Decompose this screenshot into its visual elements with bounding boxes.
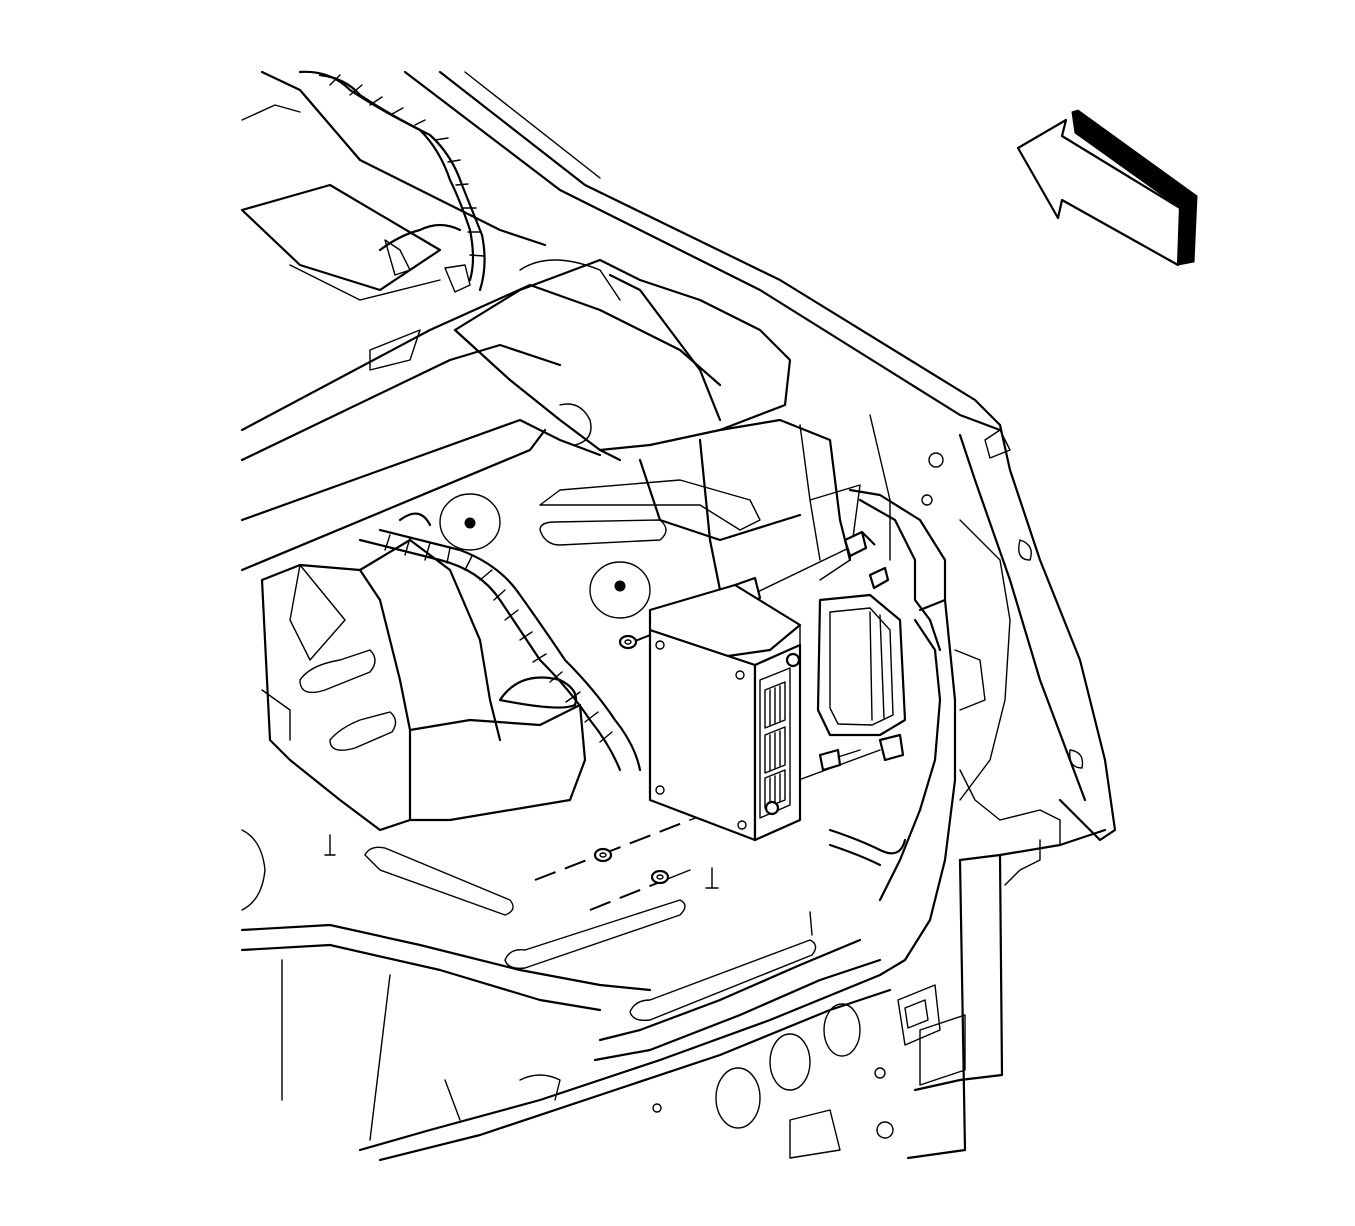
vehicle-body-structure: [240, 70, 1117, 1162]
nuts: [593, 634, 670, 885]
view-direction-arrow-icon: [1016, 109, 1198, 267]
wiring-harness: [298, 70, 907, 867]
fastener-bolts: [818, 530, 905, 772]
electronic-control-module: [648, 576, 802, 842]
